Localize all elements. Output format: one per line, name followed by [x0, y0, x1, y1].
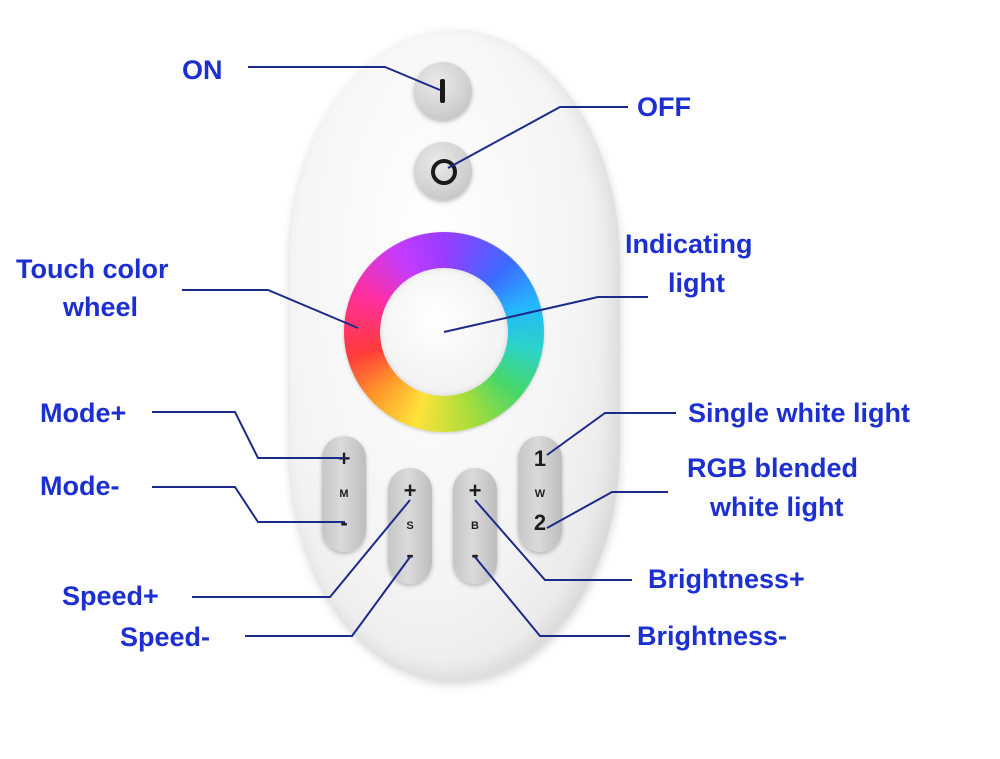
brightness-minus-symbol[interactable]: -: [471, 542, 479, 567]
leader-speed-minus: [245, 556, 411, 637]
mode-letter: M: [339, 488, 349, 500]
label-off: OFF: [637, 92, 691, 122]
leader-mode-plus: [152, 411, 345, 459]
label-brightness-minus: Brightness-: [637, 621, 788, 651]
brightness-button[interactable]: + B -: [453, 468, 497, 584]
label-mode-plus: Mode+: [40, 398, 127, 428]
leader-on: [248, 66, 441, 91]
speed-letter: S: [406, 520, 414, 532]
label-brightness-plus: Brightness+: [648, 564, 805, 594]
label-single-white: Single white light: [688, 398, 910, 428]
white-letter: W: [534, 488, 546, 500]
label-light: light: [668, 268, 725, 298]
white-light-button[interactable]: 1 W 2: [518, 436, 562, 552]
label-white-light: white light: [710, 492, 844, 522]
label-mode-minus: Mode-: [40, 471, 120, 501]
speed-minus-symbol[interactable]: -: [406, 542, 414, 567]
rgb-white-symbol[interactable]: 2: [533, 510, 547, 535]
leader-off: [447, 106, 628, 169]
leader-single-white: [546, 412, 676, 456]
label-on: ON: [182, 55, 223, 85]
leader-speed-plus: [192, 499, 411, 598]
single-white-symbol[interactable]: 1: [533, 446, 547, 471]
label-touch-color: Touch color: [16, 254, 169, 284]
off-button[interactable]: [414, 142, 472, 200]
label-wheel: wheel: [63, 292, 139, 322]
label-speed-plus: Speed+: [62, 581, 159, 611]
label-indicating: Indicating: [625, 229, 753, 259]
label-speed-minus: Speed-: [120, 622, 211, 652]
leader-brightness-minus: [474, 556, 630, 637]
leader-indicating: [443, 296, 648, 333]
speed-button[interactable]: + S -: [388, 468, 432, 584]
brightness-plus-symbol[interactable]: +: [468, 478, 482, 503]
leader-brightness-plus: [474, 499, 632, 581]
leader-mode-minus: [152, 486, 345, 523]
label-rgb-blended: RGB blended: [687, 453, 859, 483]
brightness-letter: B: [471, 520, 479, 532]
on-button[interactable]: [414, 62, 472, 120]
power-on-icon: [440, 79, 445, 103]
power-off-icon: [431, 159, 457, 185]
leader-rgb-white: [546, 491, 668, 529]
speed-plus-symbol[interactable]: +: [403, 478, 417, 503]
leader-touch-wheel: [182, 289, 359, 329]
